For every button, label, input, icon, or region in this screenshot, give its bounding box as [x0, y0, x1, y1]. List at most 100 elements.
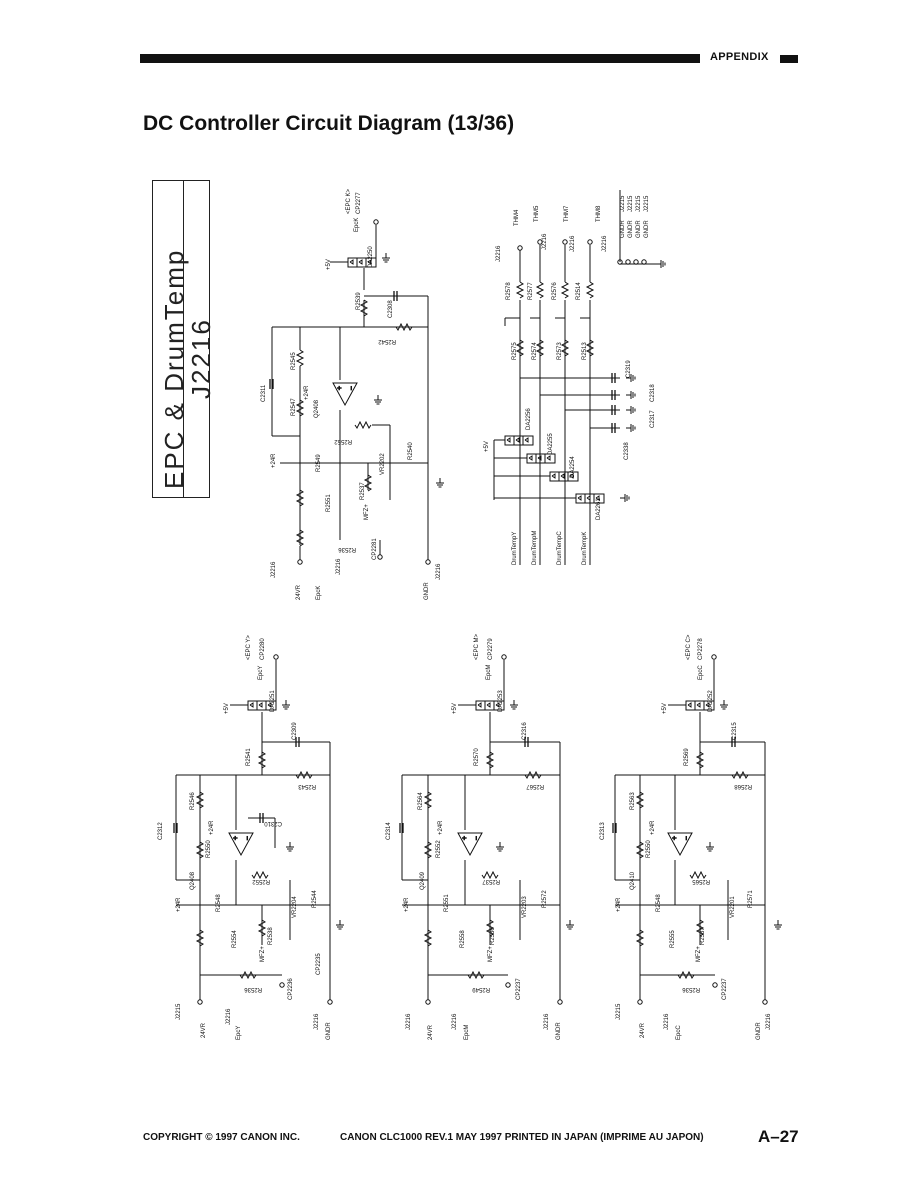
label-c2312: C2312 [158, 822, 164, 840]
label-c2309: C2309 [292, 722, 298, 740]
label-24r-y2: +24R [176, 897, 182, 912]
epc-m-labels: C2314 R2564 R2552 +24R Q2409 R2567 R2570… [386, 633, 562, 1040]
label-mfz-y: MFZ+ [260, 946, 266, 962]
label-r2565: R2565 [692, 878, 710, 884]
label-epcc: EpcC [698, 665, 704, 680]
label-cp2217: CP2237 [722, 978, 728, 1000]
label-24r-c: +24R [650, 820, 656, 835]
label-r2575: R2575 [512, 342, 518, 360]
label-r2564: R2564 [418, 792, 424, 810]
label-drumtempy: DrumTempY [512, 532, 518, 565]
epc-k-labels: C2311 R2545 R2547 Q2408 +24R R2542 R2539… [261, 188, 442, 600]
label-r2574: R2574 [532, 342, 538, 360]
label-r2566-c: R2537 [700, 927, 706, 945]
label-thm4: THM4 [514, 209, 520, 226]
footer-edition: CANON CLC1000 REV.1 MAY 1997 PRINTED IN … [340, 1132, 704, 1143]
label-r2554: R2554 [232, 930, 238, 948]
label-24r-y: +24R [209, 820, 215, 835]
label-epc-y: <EPC Y> [246, 635, 252, 660]
label-gndr-e: GNDR [644, 220, 650, 238]
label-24vr-m: 24VR [428, 1024, 434, 1040]
label-24r-m: +24R [438, 820, 444, 835]
label-vr2202: VR2202 [380, 453, 386, 475]
label-r2555: R2555 [670, 930, 676, 948]
label-r2552: R2552 [334, 438, 352, 444]
sheet-title-box: EPC & DrumTemp J2216 [152, 180, 216, 498]
header-marker [780, 55, 798, 63]
label-j2216-u: J2216 [542, 233, 548, 250]
label-j2216-m: J2216 [406, 1013, 412, 1030]
label-cp2235: CP2235 [316, 953, 322, 975]
label-r2539: R2539 [356, 292, 362, 310]
label-r2577: R2577 [528, 282, 534, 300]
label-r2548: R2548 [216, 894, 222, 912]
label-da2252: DA2252 [708, 690, 714, 712]
label-thm5: THM5 [534, 205, 540, 222]
label-c2311: C2311 [261, 384, 267, 402]
label-r2543: R2543 [298, 783, 316, 789]
label-cp2279: CP2279 [488, 638, 494, 660]
page-number: A–27 [758, 1127, 799, 1146]
label-c2318: C2318 [650, 384, 656, 402]
label-gndr-y: GNDR [326, 1022, 332, 1040]
label-j2216-b: J2216 [336, 558, 342, 575]
label-da2250: DA2250 [368, 246, 374, 268]
label-epck: EpcK [354, 218, 360, 232]
label-j2216-c: J2216 [436, 563, 442, 580]
drumtemp-circuit [493, 190, 666, 565]
label-epck-pin: EpcK [316, 586, 322, 600]
label-da2253: DA2253 [498, 690, 504, 712]
label-q2410: Q2410 [630, 871, 636, 890]
label-24r-a: +24R [304, 385, 310, 400]
label-r2570: R2570 [474, 748, 480, 766]
epc-c-circuit [612, 654, 783, 1005]
label-j2216-m3: J2216 [544, 1013, 550, 1030]
label-r2573: R2573 [557, 342, 563, 360]
label-cp2278: CP2278 [698, 638, 704, 660]
label-c2319: C2319 [626, 360, 632, 378]
label-r2541: R2541 [246, 748, 252, 766]
label-epc-k: <EPC K> [346, 188, 352, 214]
label-r2559-c: R2550 [646, 840, 652, 858]
label-vr2203: VR2203 [522, 896, 528, 918]
title-box-divider [183, 181, 184, 497]
label-j2216-y: J2216 [226, 1008, 232, 1025]
label-r2559: R2549 [472, 986, 490, 992]
label-thm7: THM7 [564, 205, 570, 222]
label-r2569: R2569 [684, 748, 690, 766]
label-r2514: R2514 [576, 282, 582, 300]
label-j2216-m2: J2216 [452, 1013, 458, 1030]
label-r2571: R2571 [748, 890, 754, 908]
label-c2316: C2316 [522, 722, 528, 740]
label-vr2201: VR2201 [730, 896, 736, 918]
label-24r-m2: +24R [404, 897, 410, 912]
label-r2536: R2536 [338, 546, 356, 552]
label-c2314: C2314 [386, 822, 392, 840]
label-r2513: R2513 [582, 342, 588, 360]
label-vr2204: VR2204 [292, 896, 298, 918]
label-gndr-a: GNDR [424, 582, 430, 600]
label-cp2281: CP2281 [372, 538, 378, 560]
label-r2537: R2537 [360, 482, 366, 500]
label-j2216-c3: J2216 [664, 1013, 670, 1030]
label-c2310: C2310 [264, 820, 282, 826]
label-r2578: R2578 [506, 282, 512, 300]
label-drumtempc: DrumTempC [557, 531, 563, 565]
drumtemp-labels: J2216 THM4 THM5 J2216 THM7 J2216 THM8 J2… [484, 195, 656, 565]
epc-k-circuit [269, 219, 445, 565]
label-da2256: DA2256 [526, 408, 532, 430]
label-r2545: R2545 [291, 352, 297, 370]
label-mfz: MFZ+ [364, 504, 370, 520]
label-q2409: Q2409 [420, 871, 426, 890]
label-j2215-d: J2215 [644, 195, 650, 212]
label-q2407: Q2408 [190, 871, 196, 890]
epc-m-circuit [399, 654, 575, 1005]
label-r2540: R2540 [408, 442, 414, 460]
label-drumtempk: DrumTempK [582, 532, 588, 565]
footer-copyright: COPYRIGHT © 1997 CANON INC. [143, 1132, 300, 1143]
label-r2553: R2552 [252, 878, 270, 884]
label-r2507: R2536 [682, 986, 700, 992]
label-j2216-v: J2216 [570, 235, 576, 252]
label-epcm-pin: EpcM [464, 1025, 470, 1040]
